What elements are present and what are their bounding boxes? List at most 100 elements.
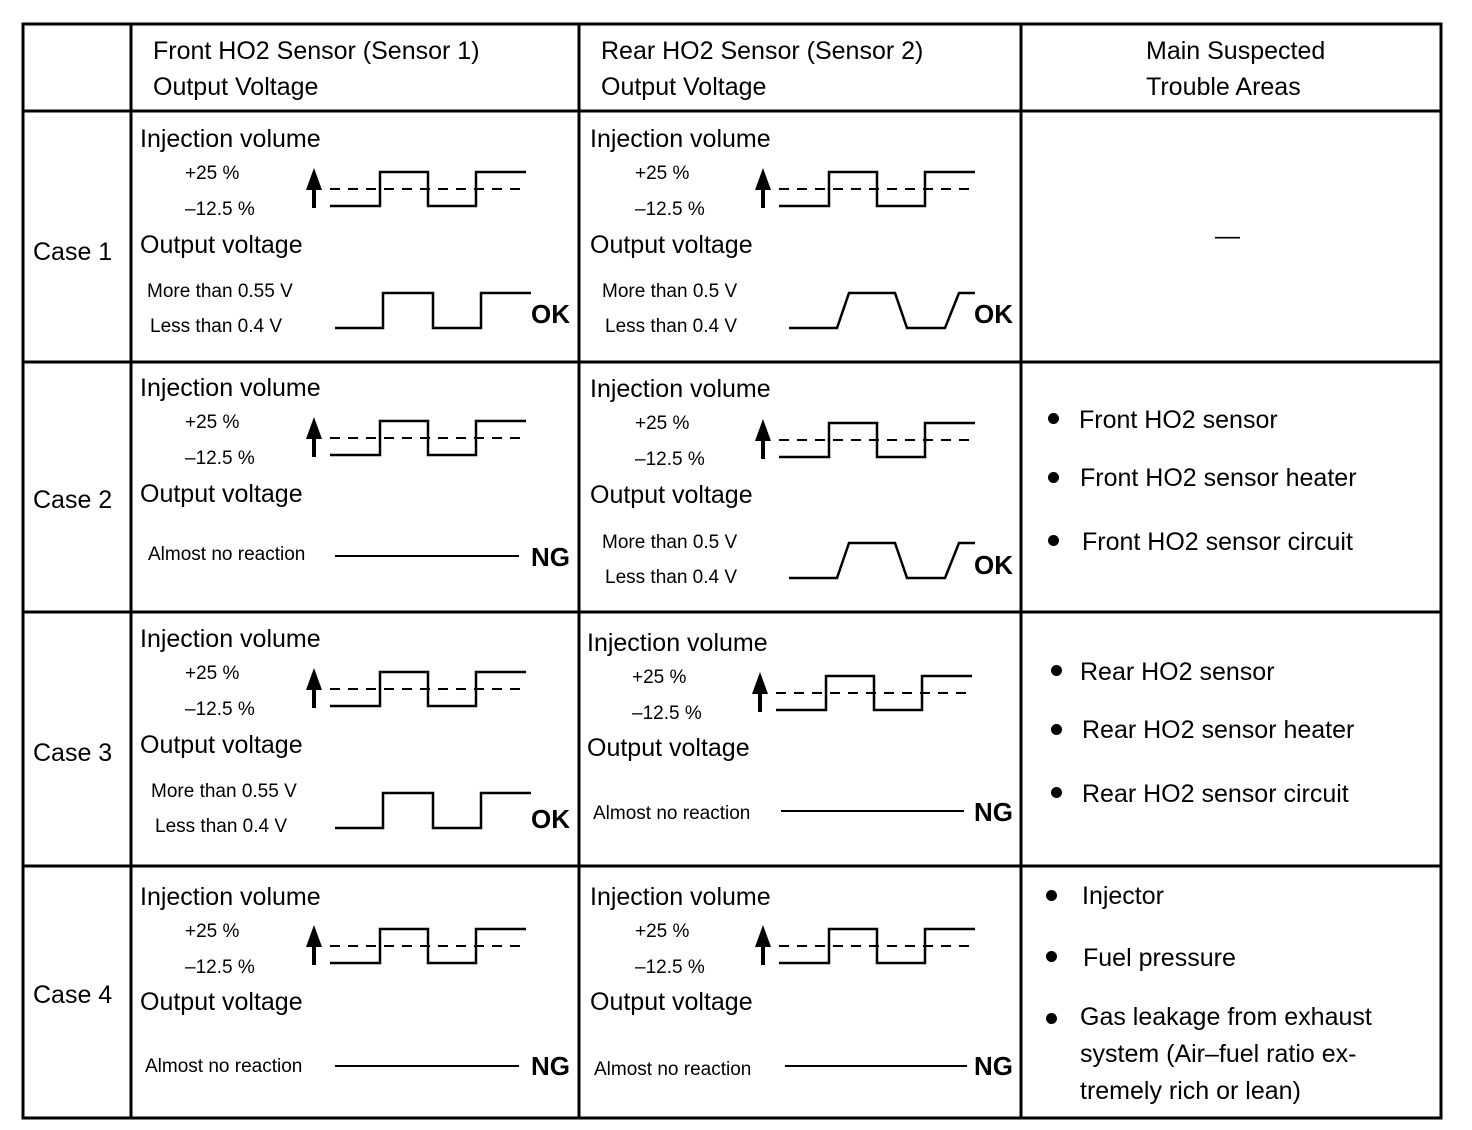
low-threshold-label: Less than 0.4 V — [605, 316, 738, 337]
case-label: Case 3 — [33, 739, 113, 767]
injection-volume-label: Injection volume — [587, 629, 768, 657]
no-trouble-dash: — — [1215, 222, 1240, 250]
plus25-label: +25 % — [635, 163, 690, 184]
bullet-dot — [1051, 665, 1062, 676]
injection-waveform — [776, 674, 972, 712]
plus25-label: +25 % — [632, 667, 687, 688]
header-rear-output-voltage: Output Voltage — [601, 73, 767, 101]
verdict-label: OK — [974, 550, 1013, 580]
output-voltage-label: Output voltage — [590, 481, 753, 509]
bullet-dot — [1051, 787, 1062, 798]
injection-waveform — [330, 170, 526, 208]
bullet-dot — [1046, 951, 1057, 962]
almost-no-reaction-label: Almost no reaction — [145, 1056, 303, 1077]
trouble-area-item-line3: tremely rich or lean) — [1080, 1077, 1301, 1105]
trouble-area-item-line2: system (Air–fuel ratio ex- — [1080, 1040, 1357, 1068]
verdict-label: NG — [974, 1051, 1013, 1081]
injection-arrow-head — [755, 925, 771, 947]
injection-waveform — [779, 927, 975, 965]
header-rear-sensor-title: Rear HO2 Sensor (Sensor 2) — [601, 37, 924, 65]
high-threshold-label: More than 0.5 V — [602, 281, 738, 302]
injection-volume-label: Injection volume — [590, 125, 771, 153]
injection-arrow-head — [752, 672, 768, 694]
almost-no-reaction-label: Almost no reaction — [594, 1059, 752, 1080]
low-threshold-label: Less than 0.4 V — [155, 816, 288, 837]
trouble-area-item: Front HO2 sensor heater — [1080, 464, 1357, 492]
verdict-label: OK — [531, 804, 570, 834]
output-waveform — [789, 291, 975, 330]
case-label: Case 1 — [33, 238, 113, 266]
output-voltage-label: Output voltage — [140, 731, 303, 759]
plus25-label: +25 % — [185, 412, 240, 433]
plus25-label: +25 % — [635, 921, 690, 942]
header-front-sensor-title: Front HO2 Sensor (Sensor 1) — [153, 37, 480, 65]
bullet-dot — [1046, 890, 1057, 901]
output-voltage-label: Output voltage — [140, 480, 303, 508]
minus125-label: –12.5 % — [635, 449, 705, 470]
injection-arrow-head — [755, 419, 771, 441]
plus25-label: +25 % — [635, 413, 690, 434]
bullet-dot — [1048, 413, 1059, 424]
plus25-label: +25 % — [185, 163, 240, 184]
injection-arrow-head — [306, 168, 322, 190]
trouble-area-item: Injector — [1082, 882, 1164, 910]
injection-volume-label: Injection volume — [140, 625, 321, 653]
almost-no-reaction-label: Almost no reaction — [593, 803, 751, 824]
bullet-dot — [1048, 472, 1059, 483]
high-threshold-label: More than 0.55 V — [151, 781, 297, 802]
injection-waveform — [330, 670, 526, 708]
minus125-label: –12.5 % — [185, 199, 255, 220]
verdict-label: NG — [974, 797, 1013, 827]
trouble-area-item: Front HO2 sensor — [1079, 406, 1278, 434]
output-voltage-label: Output voltage — [590, 231, 753, 259]
injection-volume-label: Injection volume — [140, 883, 321, 911]
bullet-dot — [1046, 1013, 1057, 1024]
trouble-area-item-line1: Gas leakage from exhaust — [1080, 1003, 1372, 1031]
minus125-label: –12.5 % — [185, 448, 255, 469]
injection-volume-label: Injection volume — [140, 125, 321, 153]
table-border — [21, 22, 1443, 1120]
minus125-label: –12.5 % — [632, 703, 702, 724]
trouble-area-item: Front HO2 sensor circuit — [1082, 528, 1353, 556]
injection-waveform — [330, 927, 526, 965]
verdict-label: OK — [531, 299, 570, 329]
bullet-dot — [1051, 724, 1062, 735]
minus125-label: –12.5 % — [635, 199, 705, 220]
case-label: Case 2 — [33, 486, 113, 514]
minus125-label: –12.5 % — [185, 699, 255, 720]
case-label: Case 4 — [33, 981, 113, 1009]
minus125-label: –12.5 % — [635, 957, 705, 978]
injection-waveform — [779, 170, 975, 208]
bullet-dot — [1048, 535, 1059, 546]
output-waveform — [789, 541, 975, 580]
output-voltage-label: Output voltage — [587, 734, 750, 762]
injection-arrow-head — [306, 925, 322, 947]
high-threshold-label: More than 0.55 V — [147, 281, 293, 302]
injection-volume-label: Injection volume — [590, 375, 771, 403]
output-voltage-label: Output voltage — [140, 988, 303, 1016]
header-trouble-areas-line2: Trouble Areas — [1146, 73, 1301, 101]
almost-no-reaction-label: Almost no reaction — [148, 544, 306, 565]
verdict-label: OK — [974, 299, 1013, 329]
header-trouble-areas-line1: Main Suspected — [1146, 37, 1326, 65]
injection-arrow-head — [306, 417, 322, 439]
injection-volume-label: Injection volume — [140, 374, 321, 402]
output-voltage-label: Output voltage — [140, 231, 303, 259]
verdict-label: NG — [531, 1051, 570, 1081]
header-front-output-voltage: Output Voltage — [153, 73, 319, 101]
injection-waveform — [779, 421, 975, 459]
low-threshold-label: Less than 0.4 V — [605, 567, 738, 588]
plus25-label: +25 % — [185, 921, 240, 942]
trouble-area-item: Rear HO2 sensor circuit — [1082, 780, 1349, 808]
trouble-area-item: Rear HO2 sensor heater — [1082, 716, 1355, 744]
trouble-area-item: Fuel pressure — [1083, 944, 1236, 972]
verdict-label: NG — [531, 542, 570, 572]
low-threshold-label: Less than 0.4 V — [150, 316, 283, 337]
minus125-label: –12.5 % — [185, 957, 255, 978]
trouble-area-item: Rear HO2 sensor — [1080, 658, 1275, 686]
injection-arrow-head — [755, 168, 771, 190]
high-threshold-label: More than 0.5 V — [602, 532, 738, 553]
injection-arrow-head — [306, 668, 322, 690]
plus25-label: +25 % — [185, 663, 240, 684]
